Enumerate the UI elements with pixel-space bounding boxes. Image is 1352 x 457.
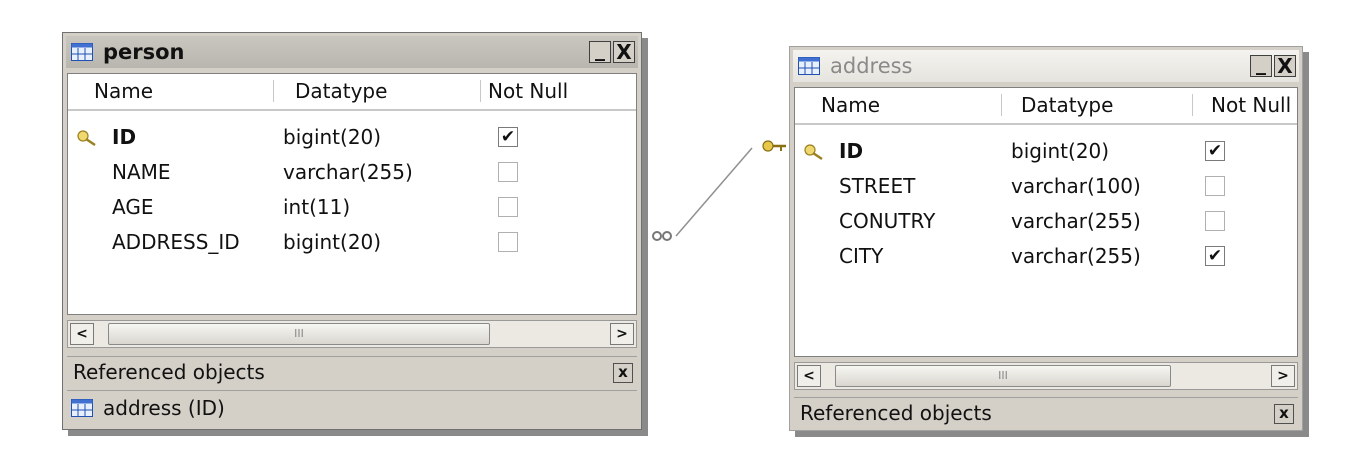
column-header-not-null[interactable]: Not Null xyxy=(1211,93,1292,117)
foreign-key-icon xyxy=(762,140,786,152)
column-datatype: bigint(20) xyxy=(1011,139,1110,163)
referenced-close-button[interactable]: x xyxy=(613,363,633,383)
not-null-checkbox[interactable] xyxy=(498,232,518,252)
referenced-item-label: address (ID) xyxy=(103,396,225,420)
column-header-name[interactable]: Name xyxy=(94,79,154,103)
primary-key-icon xyxy=(77,130,96,147)
table-icon xyxy=(71,399,93,417)
close-button[interactable]: X xyxy=(613,41,635,63)
referenced-objects-label: Referenced objects xyxy=(73,360,265,384)
not-null-checkbox[interactable] xyxy=(498,162,518,182)
scroll-right-button[interactable]: > xyxy=(610,323,634,345)
referenced-objects-bar: Referenced objects x xyxy=(794,397,1298,429)
window-title: person xyxy=(103,40,185,64)
close-button[interactable]: X xyxy=(1274,55,1296,77)
scroll-thumb[interactable]: III xyxy=(835,365,1171,387)
column-header-datatype[interactable]: Datatype xyxy=(295,79,388,103)
referenced-objects-label: Referenced objects xyxy=(800,401,992,425)
person-table-window[interactable]: person _ X Name Datatype Not Null ID bigi… xyxy=(62,32,642,430)
column-datatype: varchar(255) xyxy=(283,160,413,184)
column-name: STREET xyxy=(839,174,916,198)
not-null-checkbox[interactable] xyxy=(1205,211,1225,231)
relationship-end-icon xyxy=(652,231,672,241)
minimize-button[interactable]: _ xyxy=(1250,53,1272,77)
scroll-left-button[interactable]: < xyxy=(797,365,821,387)
scroll-left-button[interactable]: < xyxy=(70,323,94,345)
column-datatype: varchar(255) xyxy=(1011,244,1141,268)
table-icon xyxy=(798,57,820,75)
column-row[interactable]: NAME varchar(255) xyxy=(68,155,636,190)
column-name: NAME xyxy=(112,160,171,184)
column-row[interactable]: CONUTRY varchar(255) xyxy=(795,204,1297,239)
relationship-connector[interactable] xyxy=(640,130,800,250)
column-row[interactable]: CITY varchar(255) ✔ xyxy=(795,239,1297,274)
primary-key-icon xyxy=(804,144,823,161)
address-titlebar[interactable]: address _ X xyxy=(793,50,1299,82)
column-header-datatype[interactable]: Datatype xyxy=(1021,93,1114,117)
column-row[interactable]: AGE int(11) xyxy=(68,190,636,225)
not-null-checkbox[interactable]: ✔ xyxy=(1205,246,1225,266)
not-null-checkbox[interactable]: ✔ xyxy=(498,127,518,147)
column-datatype: bigint(20) xyxy=(283,125,382,149)
column-datatype: varchar(100) xyxy=(1011,174,1141,198)
column-row[interactable]: ID bigint(20) ✔ xyxy=(68,120,636,155)
address-table-window[interactable]: address _ X Name Datatype Not Null ID big… xyxy=(789,46,1303,431)
not-null-checkbox[interactable]: ✔ xyxy=(1205,141,1225,161)
referenced-item-address[interactable]: address (ID) xyxy=(67,390,637,425)
column-name: CONUTRY xyxy=(839,209,936,233)
column-name: ID xyxy=(112,125,137,149)
window-title: address xyxy=(830,54,913,78)
horizontal-scrollbar[interactable]: < III > xyxy=(67,320,637,348)
address-columns-grid: Name Datatype Not Null ID bigint(20) ✔ STRE… xyxy=(794,87,1298,357)
column-header-not-null[interactable]: Not Null xyxy=(488,79,569,103)
column-datatype: varchar(255) xyxy=(1011,209,1141,233)
not-null-checkbox[interactable] xyxy=(498,197,518,217)
table-icon xyxy=(71,43,93,61)
not-null-checkbox[interactable] xyxy=(1205,176,1225,196)
column-name: AGE xyxy=(112,195,154,219)
column-datatype: bigint(20) xyxy=(283,230,382,254)
column-row[interactable]: ID bigint(20) ✔ xyxy=(795,134,1297,169)
referenced-close-button[interactable]: x xyxy=(1274,404,1294,424)
minimize-button[interactable]: _ xyxy=(589,39,611,63)
column-row[interactable]: ADDRESS_ID bigint(20) xyxy=(68,225,636,260)
scroll-thumb[interactable]: III xyxy=(108,323,490,345)
column-name: CITY xyxy=(839,244,884,268)
column-row[interactable]: STREET varchar(100) xyxy=(795,169,1297,204)
horizontal-scrollbar[interactable]: < III > xyxy=(794,362,1298,390)
column-header-name[interactable]: Name xyxy=(821,93,881,117)
person-columns-grid: Name Datatype Not Null ID bigint(20) ✔ NAME… xyxy=(67,73,637,315)
column-datatype: int(11) xyxy=(283,195,351,219)
referenced-objects-bar: Referenced objects x xyxy=(67,356,637,388)
person-titlebar[interactable]: person _ X xyxy=(66,36,638,68)
column-name: ID xyxy=(839,139,864,163)
column-name: ADDRESS_ID xyxy=(112,230,240,254)
scroll-right-button[interactable]: > xyxy=(1271,365,1295,387)
